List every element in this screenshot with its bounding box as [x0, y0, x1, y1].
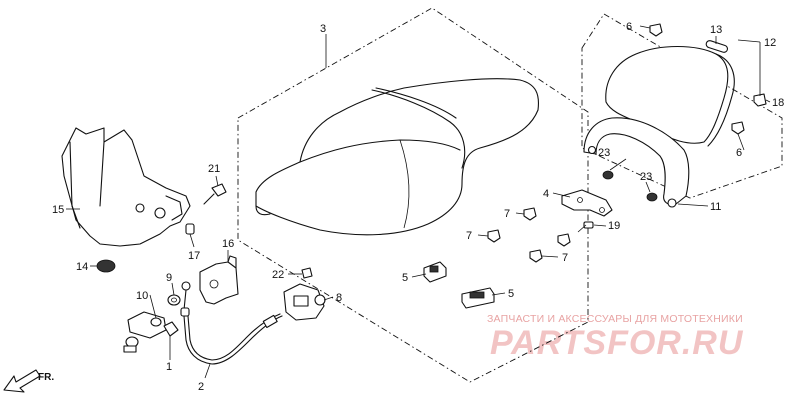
callout-23-lower: 23 [640, 171, 652, 183]
bolt-19 [577, 221, 594, 233]
grommet-23b [646, 192, 658, 202]
clip-7d [557, 233, 571, 247]
watermark: ЗАПЧАСТИ И АКСЕССУАРЫ ДЛЯ МОТОТЕХНИКИ PA… [487, 313, 744, 362]
callout-6-top: 6 [626, 21, 632, 33]
callout-18: 18 [772, 97, 784, 109]
washer-9 [167, 294, 181, 306]
bolt-22 [301, 267, 313, 279]
clip-18 [753, 93, 767, 107]
bolt-17 [185, 223, 195, 235]
callout-16: 16 [222, 238, 234, 250]
pin-ring [180, 281, 191, 317]
emblem-plate [705, 40, 729, 53]
side-cover [61, 127, 191, 247]
callout-19: 19 [608, 220, 620, 232]
callout-8: 8 [336, 292, 342, 304]
callout-labels: 3 4 5 5 6 6 7 7 7 8 9 10 11 12 13 14 15 … [52, 21, 784, 393]
callout-1: 1 [166, 361, 172, 373]
callout-13: 13 [710, 24, 722, 36]
grommet-23a [602, 170, 614, 180]
grommet-14 [96, 259, 116, 273]
key-cylinder [123, 311, 167, 353]
clip-6-top [649, 23, 663, 37]
direction-label: FR. [38, 372, 54, 383]
seat [255, 78, 540, 236]
callout-4: 4 [543, 188, 549, 200]
callout-14: 14 [76, 261, 88, 273]
clip-7b [487, 229, 501, 243]
front-direction-arrow: FR. [3, 369, 54, 393]
watermark-subtitle: ЗАПЧАСТИ И АКСЕССУАРЫ ДЛЯ МОТОТЕХНИКИ [487, 313, 743, 325]
grab-rail [583, 117, 690, 208]
callout-12: 12 [764, 37, 776, 49]
leader-lines [66, 25, 771, 379]
callout-5-upper: 5 [402, 272, 408, 284]
callout-7a: 7 [504, 208, 510, 220]
callout-17: 17 [188, 250, 200, 262]
seat-lock [283, 283, 326, 321]
clip-7c [529, 249, 543, 263]
clip-6-lower [731, 121, 745, 135]
watermark-brand: PARTSFOR.RU [490, 324, 744, 362]
callout-2: 2 [198, 381, 204, 393]
seat-bracket [561, 189, 613, 217]
callout-22: 22 [272, 269, 284, 281]
callout-5-lower: 5 [508, 288, 514, 300]
callout-15: 15 [52, 204, 64, 216]
callout-7b: 7 [466, 230, 472, 242]
callout-21: 21 [208, 163, 220, 175]
callout-9: 9 [166, 272, 172, 284]
callout-7c: 7 [562, 252, 568, 264]
clip-7a [523, 207, 537, 221]
lock-bracket [199, 255, 239, 305]
callout-11: 11 [710, 201, 721, 213]
clip-1 [163, 321, 179, 337]
rubber-stopper-lower [461, 287, 495, 309]
callout-3: 3 [320, 23, 326, 35]
callout-23-upper: 23 [598, 147, 610, 159]
callout-10: 10 [136, 290, 148, 302]
rubber-stopper-upper [423, 261, 447, 283]
lock-cable [183, 313, 283, 365]
callout-6-lower: 6 [736, 147, 742, 159]
bolt-21 [203, 183, 227, 205]
